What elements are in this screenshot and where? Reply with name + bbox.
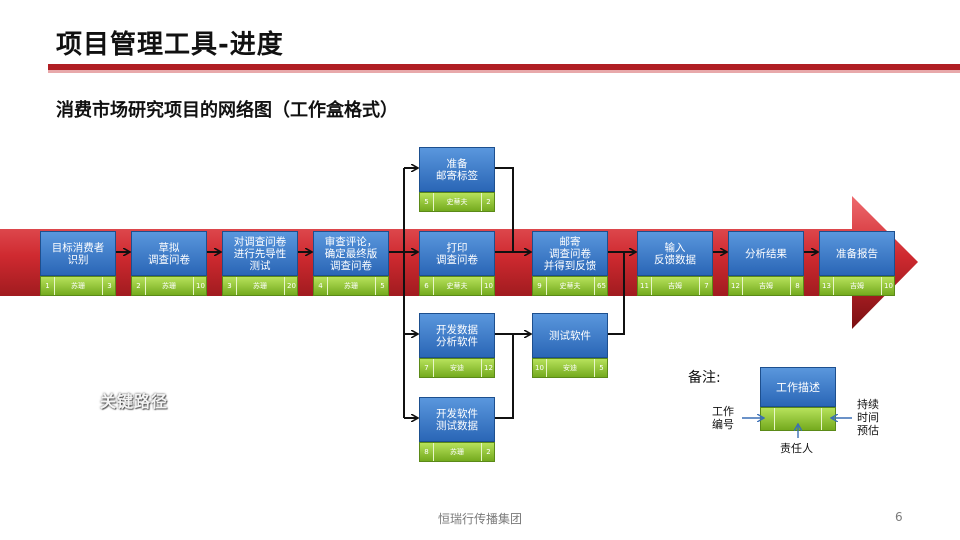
task-number: 12 xyxy=(729,277,743,295)
task-name: 审查评论， 确定最终版 调查问卷 xyxy=(313,231,389,276)
task-owner: 安迪 xyxy=(563,363,577,372)
task-owner: 吉姆 xyxy=(668,281,682,290)
task-box-9: 邮寄 调查问卷 并得到反馈 9 史蒂夫 65 xyxy=(532,231,608,296)
legend-task-number-label: 工作 编号 xyxy=(712,405,734,431)
task-name: 分析结果 xyxy=(728,231,804,276)
legend-title: 备注: xyxy=(688,370,721,386)
task-number: 13 xyxy=(820,277,834,295)
task-box-1: 目标消费者 识别 1 苏珊 3 xyxy=(40,231,116,296)
task-duration: 5 xyxy=(594,359,608,377)
task-box-11: 输入 反馈数据 11 吉姆 7 xyxy=(637,231,713,296)
task-owner: 吉姆 xyxy=(850,281,864,290)
legend-box-label: 工作描述 xyxy=(760,367,836,407)
task-name: 开发数据 分析软件 xyxy=(419,313,495,358)
task-duration: 65 xyxy=(594,277,608,295)
diagram-subtitle: 消费市场研究项目的网络图（工作盒格式） xyxy=(56,100,398,121)
task-owner: 苏珊 xyxy=(71,281,85,290)
task-box-3: 对调查问卷 进行先导性 测试 3 苏珊 20 xyxy=(222,231,298,296)
task-number: 7 xyxy=(420,359,434,377)
critical-path-label: 关键路径 xyxy=(100,392,169,411)
task-number: 11 xyxy=(638,277,652,295)
task-number: 10 xyxy=(533,359,547,377)
task-number: 6 xyxy=(420,277,434,295)
task-number: 8 xyxy=(420,443,434,461)
task-duration: 10 xyxy=(481,277,495,295)
footer-company: 恒瑞行传播集团 xyxy=(437,512,522,526)
task-number: 5 xyxy=(420,193,434,211)
task-duration: 5 xyxy=(375,277,389,295)
task-duration: 2 xyxy=(481,443,495,461)
task-number: 4 xyxy=(314,277,328,295)
task-name: 输入 反馈数据 xyxy=(637,231,713,276)
task-duration: 2 xyxy=(481,193,495,211)
task-name: 草拟 调查问卷 xyxy=(131,231,207,276)
legend-duration-label: 持续 时间 预估 xyxy=(857,398,879,437)
task-duration: 8 xyxy=(790,277,804,295)
task-number: 1 xyxy=(41,277,55,295)
task-number: 9 xyxy=(533,277,547,295)
task-name: 打印 调查问卷 xyxy=(419,231,495,276)
task-owner: 安迪 xyxy=(450,363,464,372)
task-box-4: 审查评论， 确定最终版 调查问卷 4 苏珊 5 xyxy=(313,231,389,296)
task-box-7: 开发数据 分析软件 7 安迪 12 xyxy=(419,313,495,378)
task-duration: 10 xyxy=(193,277,207,295)
task-box-10: 测试软件 10 安迪 5 xyxy=(532,313,608,378)
task-name: 开发软件 测试数据 xyxy=(419,397,495,442)
task-box-6: 打印 调查问卷 6 史蒂夫 10 xyxy=(419,231,495,296)
task-name: 对调查问卷 进行先导性 测试 xyxy=(222,231,298,276)
task-owner: 苏珊 xyxy=(450,447,464,456)
task-duration: 12 xyxy=(481,359,495,377)
task-box-2: 草拟 调查问卷 2 苏珊 10 xyxy=(131,231,207,296)
task-name: 准备报告 xyxy=(819,231,895,276)
task-duration: 3 xyxy=(102,277,116,295)
page-number: 6 xyxy=(895,510,903,524)
task-name: 邮寄 调查问卷 并得到反馈 xyxy=(532,231,608,276)
title-rule-shadow xyxy=(48,70,960,73)
task-duration: 10 xyxy=(881,277,895,295)
task-name: 准备 邮寄标签 xyxy=(419,147,495,192)
title-rule xyxy=(48,64,960,70)
task-duration: 7 xyxy=(699,277,713,295)
task-owner: 苏珊 xyxy=(253,281,267,290)
task-box-13: 准备报告 13 吉姆 10 xyxy=(819,231,895,296)
task-duration: 20 xyxy=(284,277,298,295)
task-box-5: 准备 邮寄标签 5 史蒂夫 2 xyxy=(419,147,495,212)
task-box-12: 分析结果 12 吉姆 8 xyxy=(728,231,804,296)
task-owner: 史蒂夫 xyxy=(559,281,581,290)
legend-owner-label: 责任人 xyxy=(780,442,813,455)
page-title: 项目管理工具-进度 xyxy=(56,30,284,60)
task-owner: 吉姆 xyxy=(759,281,773,290)
task-owner: 苏珊 xyxy=(162,281,176,290)
task-owner: 史蒂夫 xyxy=(446,281,468,290)
task-number: 3 xyxy=(223,277,237,295)
task-owner: 苏珊 xyxy=(344,281,358,290)
task-name: 测试软件 xyxy=(532,313,608,358)
task-owner: 史蒂夫 xyxy=(446,197,468,206)
task-number: 2 xyxy=(132,277,146,295)
task-box-8: 开发软件 测试数据 8 苏珊 2 xyxy=(419,397,495,462)
task-name: 目标消费者 识别 xyxy=(40,231,116,276)
